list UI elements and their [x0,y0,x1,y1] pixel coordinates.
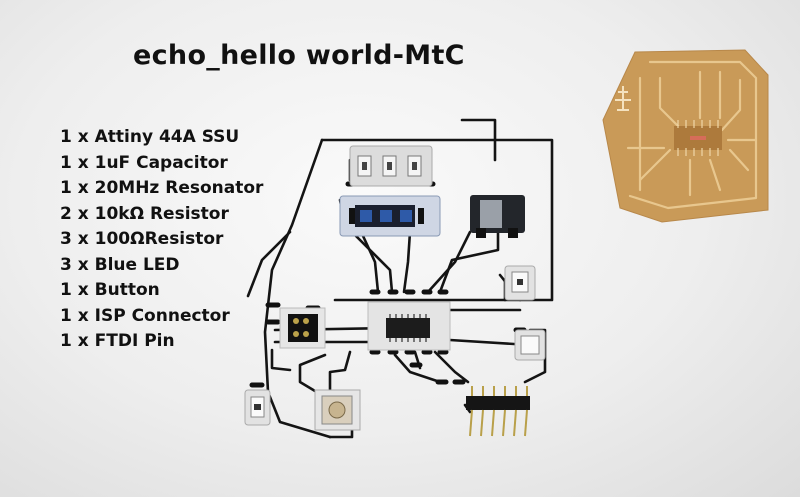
bill-of-materials: 1 x Attiny 44A SSU 1 x 1uF Capacitor 1 x… [60,125,263,355]
bom-item: 1 x FTDI Pin [60,331,175,351]
pcb-photo [602,49,769,223]
bom-item: 1 x 1uF Capacitor [60,152,228,173]
blue-led-array [339,195,441,237]
resistor-row [349,145,433,187]
side-resistor [514,329,546,361]
bom-item: 1 x Attiny 44A SSU [60,127,240,147]
capacitor [504,265,536,301]
isp-connector [279,307,326,349]
bom-item: 2 x 10kΩ Resistor [60,203,229,224]
attiny-chip [367,301,451,351]
push-button [314,389,361,431]
bom-item: 3 x Blue LED [60,254,180,275]
bom-item: 1 x 20MHz Resonator [60,178,264,198]
bom-item: 1 x Button [60,280,160,300]
resonator [470,195,525,238]
ftdi-header [466,386,530,437]
led-resistor [244,389,271,426]
bom-item: 1 x ISP Connector [60,305,230,326]
bom-item: 3 x 100ΩResistor [60,229,224,249]
page-title: echo_hello world-MtC [133,40,465,71]
